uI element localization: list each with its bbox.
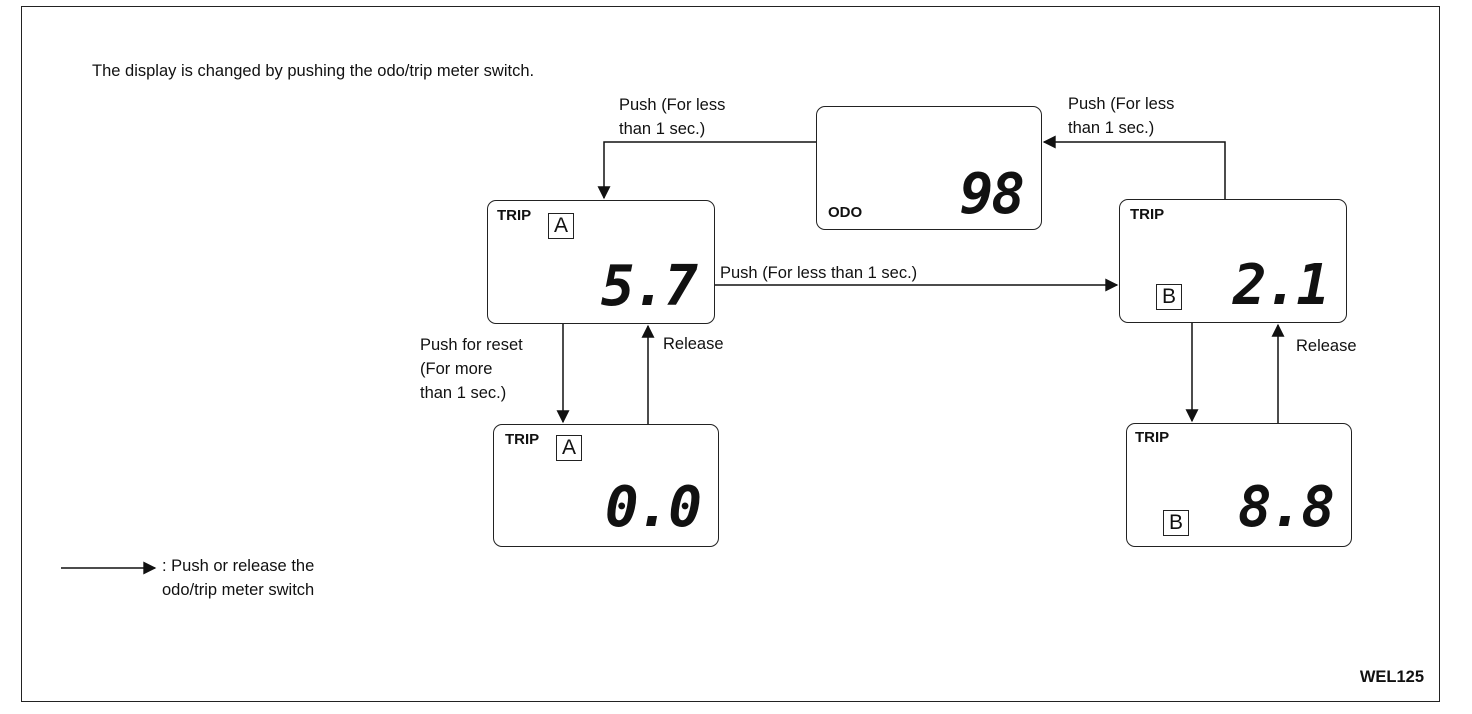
arrow-trip-b-to-odo xyxy=(1042,135,1226,199)
trip-a-label: TRIP xyxy=(497,207,532,224)
label-release-b: Release xyxy=(1296,337,1357,355)
trip-a-reset-value: 0.0 xyxy=(604,475,702,540)
odo-display: ODO 98 xyxy=(816,106,1042,230)
odo-value: 98 xyxy=(959,162,1025,227)
trip-b-test-display: TRIP B 8.8 xyxy=(1126,423,1352,547)
label-release-a: Release xyxy=(663,335,724,353)
odo-label: ODO xyxy=(828,204,863,221)
trip-a-reset-label: TRIP xyxy=(505,431,540,448)
trip-b-test-letter-box: B xyxy=(1163,510,1189,536)
legend-text: : Push or release the odo/trip meter swi… xyxy=(162,557,315,599)
trip-b-test-value: 8.8 xyxy=(1237,475,1335,540)
trip-a-reset-display: TRIP A 0.0 xyxy=(493,424,719,547)
trip-a-letter-box: A xyxy=(548,213,574,239)
trip-b-display: TRIP B 2.1 xyxy=(1119,199,1347,323)
trip-b-letter-box: B xyxy=(1156,284,1182,310)
trip-b-value: 2.1 xyxy=(1232,253,1330,318)
trip-a-reset-letter-box: A xyxy=(556,435,582,461)
trip-a-display: TRIP A 5.7 xyxy=(487,200,715,324)
label-push-left: Push (For less than 1 sec.) xyxy=(619,96,726,138)
arrow-odo-to-trip-a xyxy=(597,141,816,200)
trip-b-test-label: TRIP xyxy=(1135,429,1170,446)
label-push-middle: Push (For less than 1 sec.) xyxy=(720,264,918,282)
label-push-reset: Push for reset (For more than 1 sec.) xyxy=(420,336,523,402)
figure-code: WEL125 xyxy=(1359,668,1424,686)
figure-frame xyxy=(21,6,1440,702)
trip-a-value: 5.7 xyxy=(600,254,698,319)
trip-b-label: TRIP xyxy=(1130,206,1165,223)
intro-text: The display is changed by pushing the od… xyxy=(92,62,535,80)
label-push-right: Push (For less than 1 sec.) xyxy=(1068,95,1175,137)
